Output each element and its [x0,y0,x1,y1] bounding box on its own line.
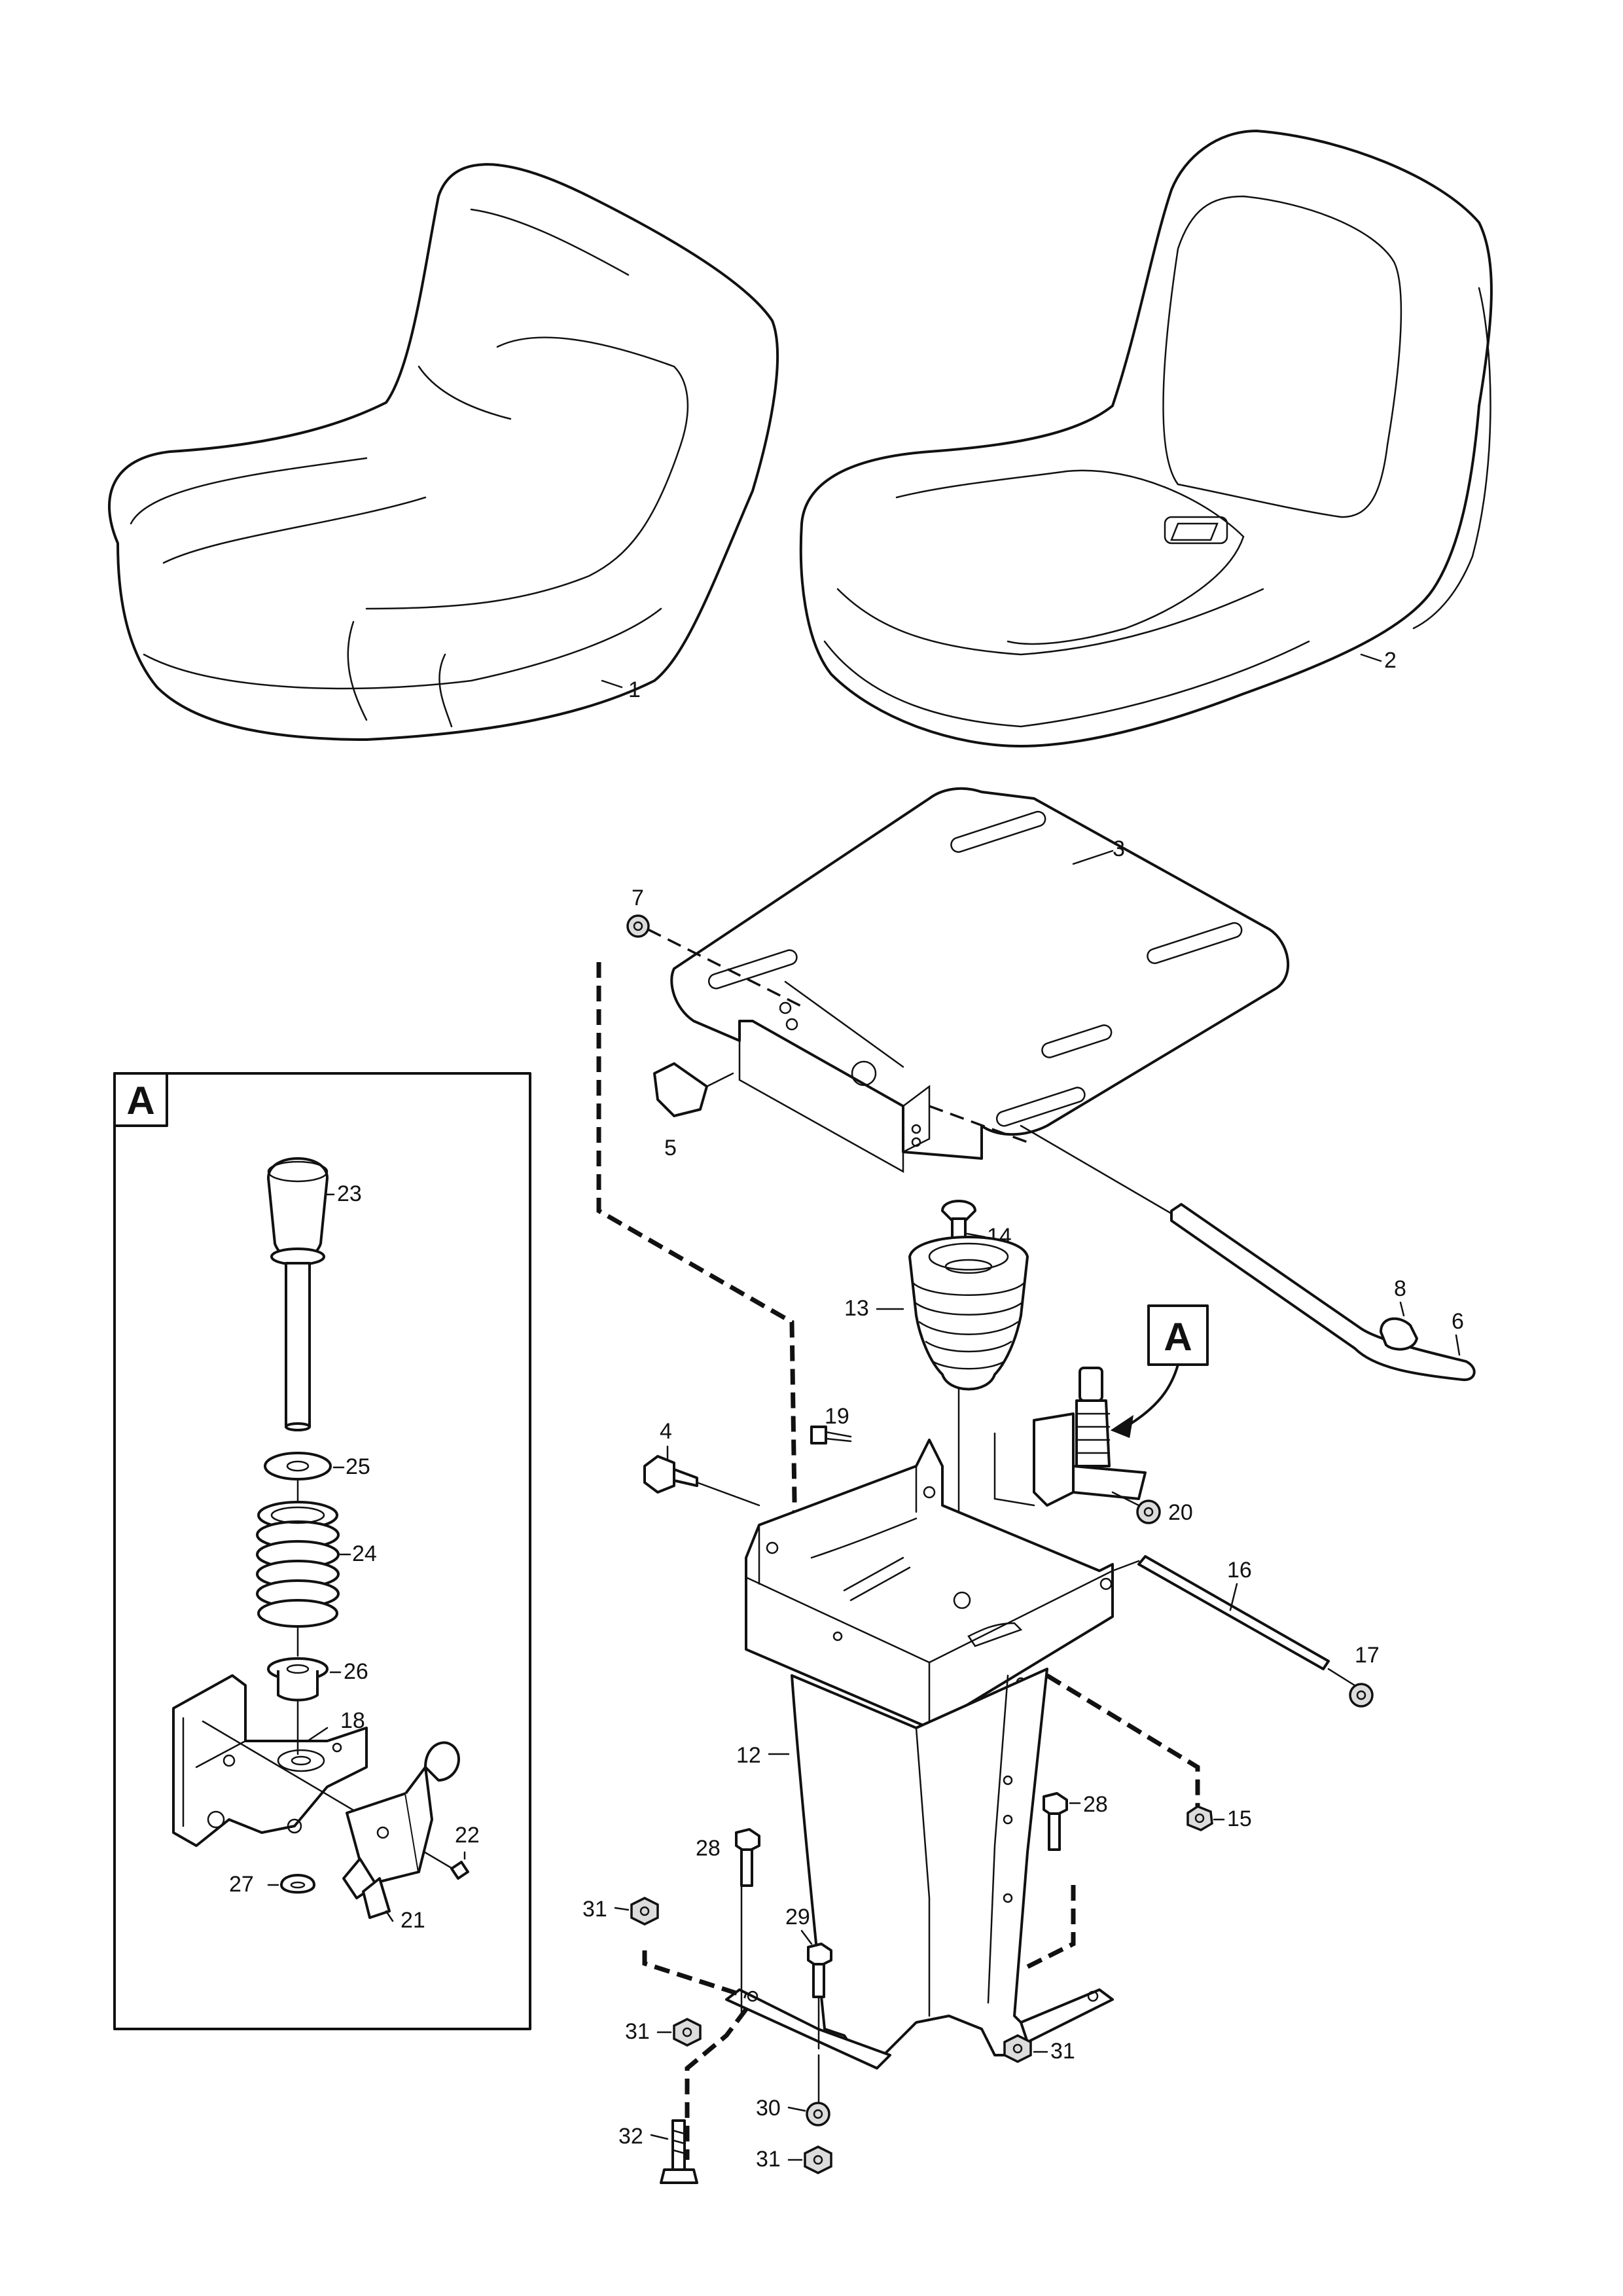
bushing-26 [267,1657,329,1702]
nut-31-upper-left [630,1897,659,1926]
washer-7 [626,914,650,938]
label-28-left: 28 [696,1836,721,1861]
callout-a-label: A [1164,1315,1192,1359]
seat-1 [108,163,779,741]
seat-adjust-rod-6 [1170,1203,1476,1382]
seat-2 [799,130,1493,747]
label-21: 21 [401,1908,425,1933]
label-27: 27 [229,1872,254,1897]
label-24: 24 [352,1541,377,1566]
nut-31-right [1003,2034,1032,2063]
rod-grip-8 [1380,1317,1418,1351]
label-26: 26 [344,1659,368,1684]
bolt-14 [941,1200,976,1246]
label-32: 32 [618,2124,643,2149]
washer-25 [264,1452,332,1480]
label-8: 8 [1394,1276,1406,1301]
label-31-right: 31 [1050,2039,1075,2064]
micro-switch-21 [342,1741,460,1919]
washer-30 [806,2102,830,2126]
label-12: 12 [736,1743,761,1768]
seat-pedestal-12 [725,1668,1114,2070]
nut-15 [1186,1805,1213,1831]
nut-31-bottom [804,2145,832,2174]
bolt-28-left [735,1828,760,1887]
label-29: 29 [785,1905,810,1929]
label-28-right: 28 [1083,1792,1108,1817]
clip-5 [653,1062,734,1117]
label-6: 6 [1452,1309,1464,1334]
label-5: 5 [664,1136,677,1160]
label-13: 13 [844,1296,869,1321]
bolt-28-right [1043,1792,1068,1851]
label-31-lower-left: 31 [625,2019,650,2044]
callout-arrow [1124,1363,1179,1428]
bolt-29 [807,1943,832,1998]
e-clip-27 [280,1874,315,1894]
label-3: 3 [1113,836,1125,861]
callout-a-box: A [1147,1304,1209,1366]
pedestal-bracket [745,1439,1114,1729]
label-20: 20 [1168,1500,1193,1525]
seat-switch-assembly [993,1367,1147,1507]
inset-a-label: A [126,1079,154,1122]
rubber-boot-13 [908,1236,1029,1391]
label-15: 15 [1227,1806,1252,1831]
label-4: 4 [660,1419,672,1444]
nut-31-lower-left [673,2018,702,2047]
label-30: 30 [756,2096,781,2121]
screw-19 [810,1426,852,1444]
label-18: 18 [340,1708,365,1733]
label-19: 19 [825,1404,849,1429]
bolt-32 [660,2119,698,2184]
label-7: 7 [632,886,644,910]
nut-20 [1136,1499,1161,1524]
label-16: 16 [1227,1558,1252,1583]
label-25: 25 [346,1454,370,1479]
label-1: 1 [628,677,641,702]
seat-plate-3 [670,787,1290,1174]
label-22: 22 [455,1823,480,1848]
label-31-bottom: 31 [756,2147,781,2172]
bolt-4 [643,1455,698,1494]
label-31-upper-left: 31 [582,1897,607,1922]
release-handle-23 [267,1157,329,1431]
washer-17 [1349,1683,1374,1708]
label-17: 17 [1355,1643,1380,1668]
label-2: 2 [1384,648,1397,673]
pivot-pin-16 [1137,1555,1330,1670]
spring-24 [256,1501,340,1628]
screw-22 [450,1861,469,1880]
inset-a-frame: A [113,1072,531,2030]
label-23: 23 [337,1181,362,1206]
